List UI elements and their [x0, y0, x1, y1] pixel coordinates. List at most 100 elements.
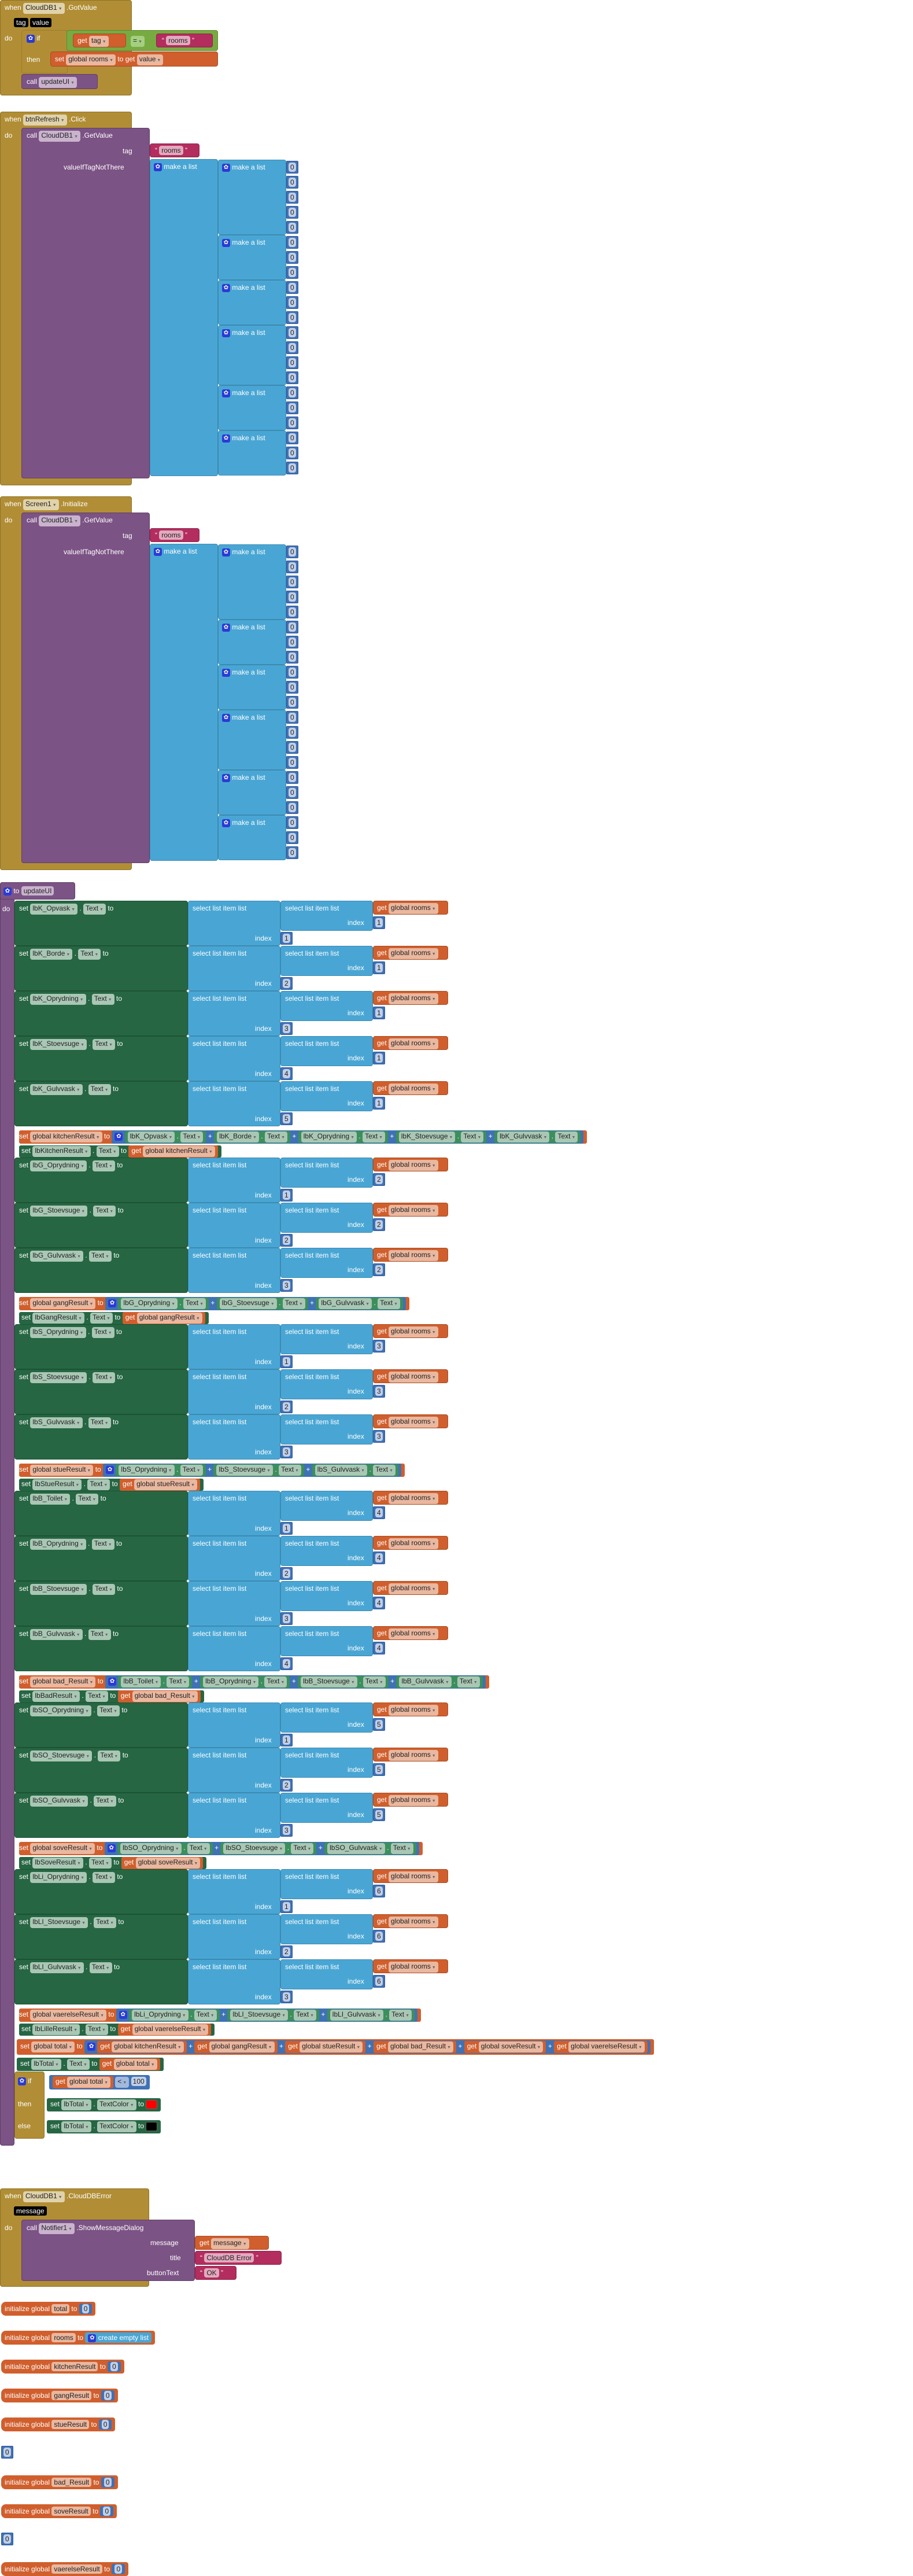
- number-block[interactable]: 0: [286, 311, 298, 324]
- number-value[interactable]: 0: [289, 818, 296, 827]
- select-list-item-inner[interactable]: [280, 991, 373, 1021]
- component-dropdown[interactable]: lbK_Opvask▼: [30, 904, 77, 915]
- property-dropdown[interactable]: Text▼: [265, 1132, 288, 1143]
- get-result-block[interactable]: get global gangResult▼: [194, 2041, 278, 2053]
- number-block[interactable]: 0: [101, 2390, 114, 2401]
- component-dropdown[interactable]: lbS_Stoevsuge▼: [216, 1465, 273, 1476]
- property-dropdown[interactable]: Text▼: [93, 1160, 115, 1171]
- component-getter-block[interactable]: lbG_Oprydning▼ . Text▼: [118, 1298, 209, 1310]
- component-dropdown[interactable]: lbLI_Stoevsuge▼: [230, 2010, 289, 2021]
- property-dropdown[interactable]: Text▼: [294, 2010, 317, 2021]
- number-block[interactable]: 3: [280, 1612, 293, 1625]
- number-block[interactable]: 2: [373, 1218, 385, 1231]
- number-value[interactable]: 3: [283, 1614, 290, 1623]
- var-dropdown[interactable]: global rooms▼: [389, 1628, 438, 1639]
- number-block[interactable]: 1: [373, 1097, 385, 1110]
- number-value[interactable]: 5: [375, 1810, 383, 1819]
- number-block[interactable]: 0: [286, 651, 298, 664]
- var-dropdown[interactable]: global rooms▼: [389, 1372, 438, 1383]
- var-dropdown[interactable]: global stueResult▼: [30, 1465, 94, 1476]
- number-value[interactable]: 0: [289, 178, 296, 187]
- component-dropdown[interactable]: lbK_Borde▼: [30, 949, 73, 960]
- var-dropdown[interactable]: global rooms▼: [389, 1038, 438, 1049]
- call-getvalue-block[interactable]: [21, 513, 150, 863]
- component-dropdown[interactable]: lbBadResult▼: [32, 1691, 80, 1702]
- property-dropdown[interactable]: Text▼: [91, 1327, 114, 1338]
- number-value[interactable]: 0: [289, 592, 296, 602]
- number-value[interactable]: 1: [375, 918, 383, 927]
- select-list-item-inner[interactable]: [280, 1158, 373, 1188]
- select-list-item-inner[interactable]: [280, 1626, 373, 1656]
- component-getter-block[interactable]: lbSO_Gulvvask▼ . Text▼: [324, 1842, 416, 1855]
- select-list-item-outer[interactable]: [188, 1626, 280, 1671]
- component-dropdown[interactable]: lbGangResult▼: [32, 1313, 85, 1324]
- var-dropdown[interactable]: global rooms▼: [389, 1871, 438, 1882]
- number-block[interactable]: 3: [373, 1340, 385, 1353]
- number-value[interactable]: 0: [289, 358, 296, 367]
- select-list-item-outer[interactable]: [188, 1869, 280, 1914]
- make-list-outer-block[interactable]: [150, 544, 218, 861]
- number-block[interactable]: 0: [286, 636, 298, 648]
- number-block[interactable]: 0: [286, 206, 298, 219]
- var-dropdown[interactable]: global rooms▼: [389, 1084, 438, 1094]
- number-value[interactable]: 0: [289, 547, 296, 557]
- number-block[interactable]: 3: [280, 1991, 293, 2003]
- number-value[interactable]: 0: [3, 2448, 11, 2457]
- number-block[interactable]: 0: [286, 326, 298, 339]
- number-value[interactable]: 3: [283, 1024, 290, 1033]
- number-block[interactable]: 0: [286, 741, 298, 754]
- component-dropdown[interactable]: lbB_Oprydning▼: [30, 1539, 86, 1550]
- var-dropdown[interactable]: global kitchenResult▼: [30, 1132, 102, 1143]
- var-dropdown[interactable]: global vaerelseResult▼: [30, 2010, 107, 2021]
- gear-icon[interactable]: ✿: [3, 887, 12, 895]
- property-dropdown[interactable]: Text▼: [390, 1843, 413, 1854]
- select-list-item-inner[interactable]: [280, 1248, 373, 1278]
- number-value[interactable]: 0: [289, 238, 296, 247]
- select-list-item-inner[interactable]: [280, 901, 373, 931]
- number-value[interactable]: 2: [375, 1175, 383, 1184]
- number-block[interactable]: 0: [286, 561, 298, 573]
- number-value[interactable]: 1: [283, 1357, 290, 1366]
- get-result-block[interactable]: get global stueResult▼: [285, 2041, 366, 2053]
- number-block[interactable]: 2: [373, 1263, 385, 1276]
- component-dropdown[interactable]: lbK_Stoevsuge▼: [398, 1132, 456, 1143]
- number-block[interactable]: 0: [286, 221, 298, 234]
- number-block[interactable]: 1: [280, 1189, 293, 1202]
- component-dropdown[interactable]: lbB_Oprydning▼: [203, 1676, 259, 1687]
- var-dropdown[interactable]: global rooms▼: [389, 1917, 438, 1928]
- select-list-item-outer[interactable]: [188, 1203, 280, 1248]
- global-name[interactable]: bad_Result: [51, 2478, 92, 2487]
- property-dropdown[interactable]: Text▼: [363, 1132, 386, 1143]
- number-value[interactable]: 6: [375, 1886, 383, 1896]
- select-list-item-outer[interactable]: [188, 1536, 280, 1581]
- number-value[interactable]: 0: [289, 208, 296, 217]
- var-dropdown[interactable]: tag▼: [89, 36, 109, 47]
- get-result-block[interactable]: get global kitchenResult▼: [97, 2041, 187, 2053]
- make-list-outer-block[interactable]: [150, 159, 218, 476]
- number-value[interactable]: 0: [289, 728, 296, 737]
- number-value[interactable]: 1: [283, 1191, 290, 1200]
- component-dropdown[interactable]: CloudDB1▼: [23, 2191, 65, 2202]
- component-dropdown[interactable]: lbSO_Oprydning▼: [30, 1705, 92, 1716]
- select-list-item-inner[interactable]: [280, 1036, 373, 1066]
- select-list-item-inner[interactable]: [280, 1536, 373, 1566]
- number-value[interactable]: 0: [289, 283, 296, 292]
- number-value[interactable]: 0: [289, 833, 296, 842]
- orphan-number-block[interactable]: 0: [1, 2533, 13, 2545]
- number-block[interactable]: 0: [286, 576, 298, 588]
- component-getter-block[interactable]: lbK_Oprydning▼ . Text▼: [298, 1131, 389, 1143]
- component-dropdown[interactable]: lbLI_Gulvvask▼: [30, 1962, 84, 1973]
- number-block[interactable]: 0: [286, 681, 298, 694]
- color-swatch[interactable]: [146, 2099, 158, 2109]
- property-dropdown[interactable]: Text▼: [67, 2059, 90, 2070]
- number-value[interactable]: 0: [289, 713, 296, 722]
- component-getter-block[interactable]: lbG_Gulvvask▼ . Text▼: [316, 1298, 404, 1310]
- var-dropdown[interactable]: global rooms▼: [389, 1750, 438, 1761]
- var-dropdown[interactable]: global gangResult▼: [209, 2041, 275, 2052]
- component-dropdown[interactable]: lbS_Gulvvask▼: [30, 1417, 83, 1428]
- number-value[interactable]: 6: [375, 1932, 383, 1941]
- var-dropdown[interactable]: global rooms▼: [389, 1326, 438, 1337]
- initialize-global-row[interactable]: initialize global total to 0: [1, 2302, 96, 2316]
- number-block[interactable]: 0: [98, 2419, 112, 2430]
- select-list-item-outer[interactable]: [188, 1324, 280, 1369]
